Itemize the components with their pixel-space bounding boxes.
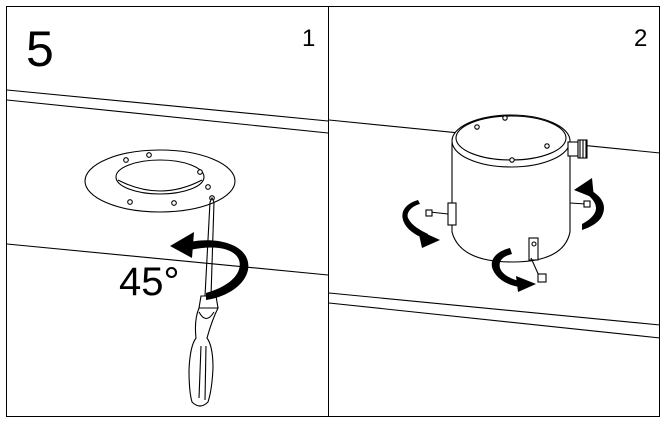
panel-1-ceiling-lines [6,89,329,276]
right-clip [569,200,591,208]
mounting-ring [84,149,236,213]
step-number: 5 [26,21,54,77]
right-rotation-arrow-icon [574,178,605,230]
left-rotation-arrow-icon [402,200,440,248]
screwdriver [188,196,219,407]
left-clip [425,202,457,226]
bottom-clip [528,237,547,283]
cable-gland [567,139,588,159]
mounting-ring-screws [123,152,215,206]
panel-1-number: 1 [302,25,316,52]
rotation-arrow-icon [170,232,249,300]
rotation-arrows [402,178,605,292]
device-top-screws [474,115,550,163]
rotation-angle-label: 45° [119,260,180,304]
device-body [425,114,591,283]
bottom-rotation-arrow-icon [491,248,536,292]
panel-2-number: 2 [634,25,648,52]
